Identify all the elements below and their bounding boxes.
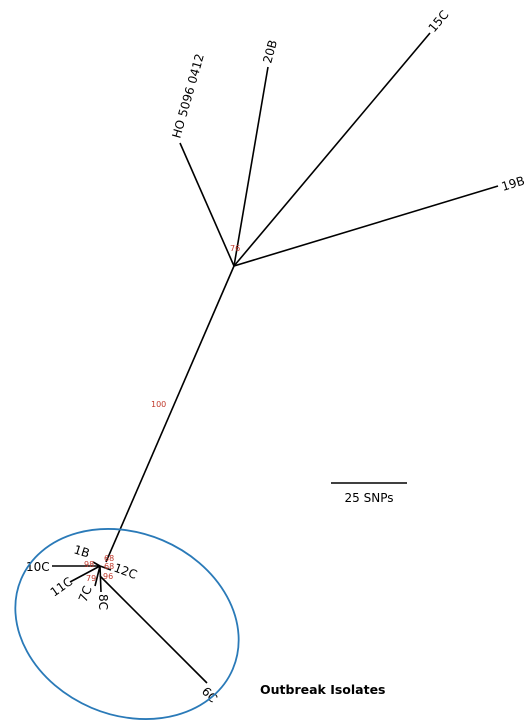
bootstrap-value: 68 [104,554,114,563]
leaf-label-1b: 1B [72,542,91,560]
leaf-label-ho-5096-0412: HO 5096 0412 [169,52,206,140]
leaf-label-7c: 7C [76,584,95,604]
leaf-label-10c: 10C [26,560,50,574]
outbreak-group-label: Outbreak Isolates [260,682,385,697]
leaf-label-12c: 12C [112,561,139,582]
leaf-label-8c: 8C [96,594,110,610]
leaf-label-6c: 6C [199,684,220,705]
bootstrap-value: 79 [86,574,96,583]
bootstrap-value: 68 [104,562,114,571]
branch-6c [99,575,208,684]
bootstrap-value: 96 [103,572,113,581]
branch-internal-main [105,265,235,563]
outbreak-group-ellipse [14,528,240,720]
scale-bar-label: 25 SNPs [345,491,394,505]
branch-7c [94,565,101,587]
branch-ho-5096-0412 [179,142,235,267]
branch-8c [99,565,102,593]
leaf-label-15c: 15C [426,8,452,35]
branch-20b [233,66,269,267]
leaf-label-20b: 20B [260,38,280,64]
branch-12c [99,565,112,571]
bootstrap-value: 100 [151,400,166,409]
leaf-label-11c: 11C [48,574,75,599]
branch-15c [233,32,431,267]
leaf-label-19b: 19B [500,174,527,194]
branch-11c [69,565,101,583]
bootstrap-value: 76 [230,244,240,253]
branch-19b [233,185,499,267]
bootstrap-value: 98 [84,560,94,569]
